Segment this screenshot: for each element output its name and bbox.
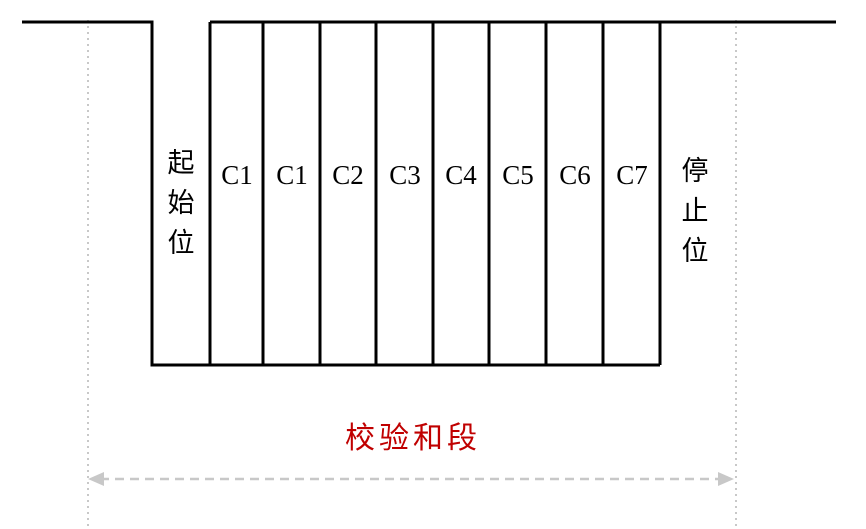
- vertical-label-char: 位: [682, 236, 709, 267]
- cell-label-c7: C7: [616, 160, 648, 190]
- vertical-label-char: 止: [682, 196, 709, 227]
- cell-label-c3: C3: [389, 160, 421, 190]
- signal-waveform: [22, 20, 210, 367]
- cell-label-c5: C5: [502, 160, 534, 190]
- cell-label-c2: C2: [332, 160, 364, 190]
- cell-label-c1b: C1: [276, 160, 308, 190]
- vertical-label-char: 位: [168, 228, 195, 259]
- vertical-label-char: 停: [682, 156, 709, 187]
- span-arrow-right-head: [718, 472, 734, 486]
- cell-label-c1a: C1: [221, 160, 253, 190]
- start-bit-label: 起始位: [168, 148, 195, 259]
- checksum-span-label: 校验和段: [345, 421, 481, 456]
- cell-label-c6: C6: [559, 160, 591, 190]
- span-arrow-left-head: [88, 472, 104, 486]
- vertical-label-char: 始: [168, 188, 195, 219]
- vertical-label-char: 起: [168, 148, 195, 179]
- stop-bit-label: 停止位: [682, 156, 709, 267]
- cell-label-c4: C4: [445, 160, 477, 190]
